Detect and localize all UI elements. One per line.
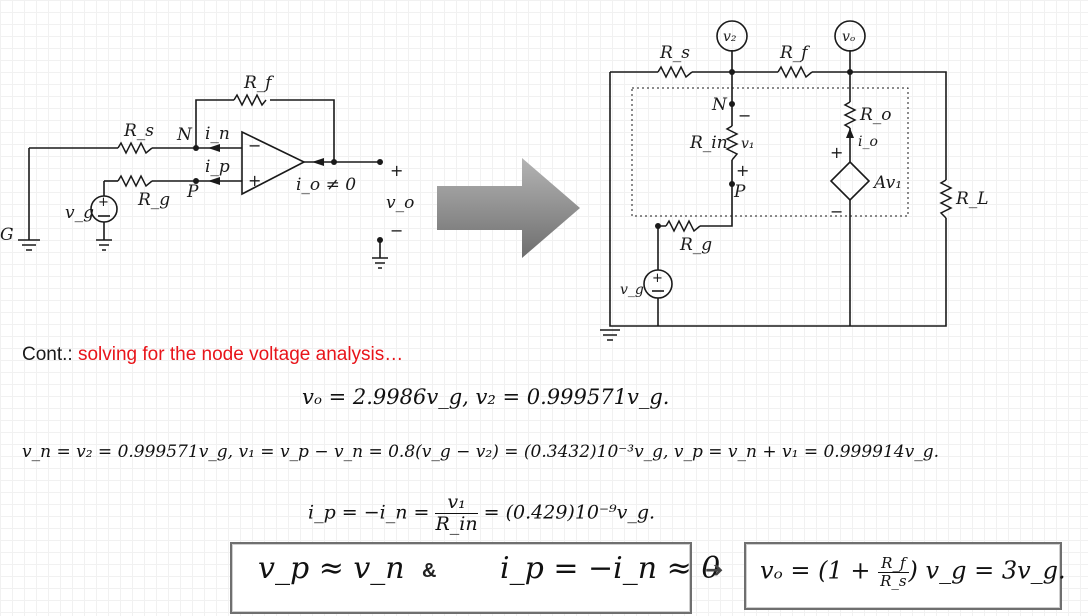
- in-current-arrow-icon: [208, 144, 220, 152]
- rs-right-label: R_s: [659, 43, 690, 63]
- vo-minus-label: −: [390, 221, 403, 240]
- rg-resistor-right: [665, 219, 701, 233]
- gain-left: vₒ = (1 +: [760, 556, 879, 585]
- v2-probe-icon: [716, 20, 748, 52]
- approximation-box: [230, 542, 692, 614]
- ip-current-arrow-icon: [208, 177, 220, 185]
- vo-label: v_o: [386, 193, 414, 213]
- rf-resistor: [233, 93, 267, 107]
- rin-label: R_in: [689, 133, 728, 153]
- cont-description: solving for the node voltage analysis…: [72, 344, 404, 365]
- ground-icon: [18, 239, 388, 269]
- vp-approx-vn: v_p ≈ v_n: [258, 551, 405, 586]
- ip-label: i_p: [205, 157, 230, 177]
- rf-right-label: R_f: [779, 43, 810, 63]
- dependent-source-icon: [829, 160, 871, 202]
- p-label: P: [186, 182, 199, 202]
- svg-text:−: −: [248, 136, 261, 155]
- v1-minus-label: −: [738, 106, 751, 125]
- io-arrow-icon: [846, 128, 854, 138]
- eq3-denominator: R_in: [435, 512, 478, 535]
- eq3-numerator: v₁: [435, 492, 478, 514]
- g-label: G: [0, 225, 14, 245]
- av1-label: Av₁: [872, 173, 902, 193]
- rs-label: R_s: [123, 121, 154, 141]
- vo-probe-icon: [834, 20, 866, 52]
- vo-probe-label: vₒ: [842, 29, 855, 45]
- v1-label: v₁: [741, 136, 755, 152]
- vg-right-label: v_g: [620, 282, 644, 298]
- eq3-right: = (0.429)10⁻⁹v_g.: [477, 501, 656, 524]
- rg-resistor: [117, 174, 153, 188]
- gain-denominator: R_s: [880, 571, 907, 590]
- ip-approx-zero: i_p = −i_n ≈ 0: [500, 551, 721, 586]
- cont-label: Cont.:: [22, 344, 73, 365]
- rs-resistor-right: [657, 65, 693, 79]
- gain-right: ) v_g = 3v_g.: [908, 556, 1066, 585]
- vo-plus-label: +: [390, 161, 403, 180]
- eq3-left: i_p = −i_n =: [308, 501, 436, 524]
- in-label: i_n: [205, 124, 230, 144]
- rin-resistor: [725, 125, 739, 161]
- io-label: i_o ≠ 0: [296, 175, 356, 195]
- p-right-label: P: [733, 182, 746, 202]
- n-right-label: N: [711, 95, 728, 115]
- rl-resistor: [939, 179, 953, 219]
- v1-plus-label: +: [736, 161, 749, 180]
- implies-arrow-icon: ➔: [705, 558, 724, 583]
- vg-source-right-icon: [643, 269, 673, 299]
- n-label: N: [176, 125, 193, 145]
- gain-box: [744, 542, 1062, 610]
- left-circuit: − + + R_f R_s R_g N P i_n i_p i_o ≠ 0 v_…: [0, 73, 414, 269]
- rg-right-label: R_g: [679, 235, 712, 255]
- io-right-label: i_o: [858, 134, 878, 150]
- rf-resistor-right: [777, 65, 813, 79]
- ro-resistor: [843, 101, 857, 129]
- v2-probe-label: v₂: [723, 29, 737, 45]
- dep-minus-label: −: [830, 202, 843, 221]
- dep-plus-label: +: [830, 143, 843, 162]
- rl-label: R_L: [955, 189, 989, 209]
- io-current-arrow-icon: [312, 158, 324, 166]
- op-amp-icon: [241, 130, 306, 196]
- gain-numerator: R_f: [878, 555, 909, 573]
- vg-label: v_g: [65, 203, 94, 223]
- ampersand: &: [422, 560, 437, 582]
- svg-text:+: +: [248, 171, 261, 190]
- continuation-caption: Cont.: solving for the node voltage anal…: [22, 344, 403, 366]
- rs-resistor: [117, 141, 153, 155]
- svg-text:+: +: [652, 271, 663, 286]
- ro-label: R_o: [859, 105, 892, 125]
- equation-vo-v2: vₒ = 2.9986v_g, v₂ = 0.999571v_g.: [302, 385, 670, 409]
- rg-label: R_g: [137, 190, 170, 210]
- vg-source-icon: [90, 195, 118, 223]
- equation-vn-v1-vp: v_n = v₂ = 0.999571v_g, v₁ = v_p − v_n =…: [22, 442, 939, 462]
- svg-text:+: +: [98, 195, 109, 210]
- ground-right-icon: [600, 329, 620, 341]
- rf-label: R_f: [243, 73, 274, 93]
